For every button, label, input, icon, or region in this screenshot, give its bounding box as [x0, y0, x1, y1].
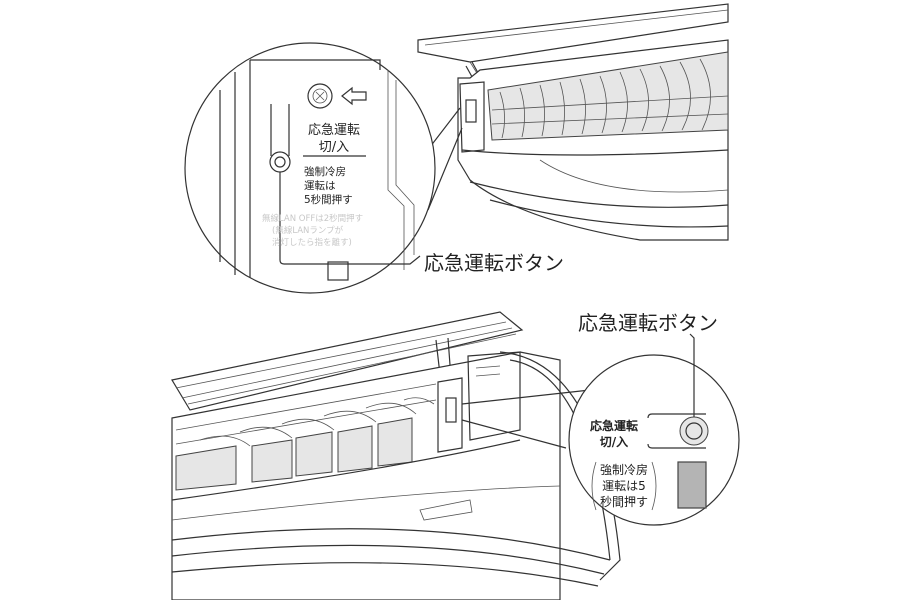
- top-panel-title-line1: 応急運転: [308, 123, 360, 138]
- top-pointer-line: [279, 172, 421, 265]
- top-pointer-label: 応急運転ボタン: [424, 251, 564, 275]
- top-faint-line3: 消灯したら指を離す): [272, 237, 352, 248]
- top-magnified-callout: 応急運転 切/入 強制冷房 運転は 5秒間押す 無線LAN OFFは2秒間押す …: [184, 42, 436, 294]
- bottom-magnified-callout: 応急運転 切/入 強制冷房 運転は5 秒間押す: [568, 333, 740, 526]
- bottom-air-conditioner-illustration: [171, 311, 621, 600]
- top-air-conditioner-illustration: [417, 3, 729, 241]
- bottom-callout-connector: [461, 389, 591, 449]
- top-panel-title-line2: 切/入: [319, 140, 349, 155]
- indicator-lamp: [677, 461, 707, 509]
- bottom-note-line3: 秒間押す: [600, 495, 648, 509]
- bottom-pointer-line: [689, 333, 695, 417]
- left-arrow-icon: [341, 86, 367, 106]
- bottom-button-label-line1: 応急運転: [590, 418, 638, 433]
- top-panel-note-line2: 運転は: [304, 180, 336, 192]
- top-panel-note-line1: 強制冷房: [304, 165, 346, 178]
- top-faint-line2: (無線LANランプが: [272, 225, 344, 236]
- screw-icon: [307, 83, 333, 109]
- filter-grille-lines: [491, 58, 729, 139]
- bottom-button-label-line2: 切/入: [600, 435, 628, 449]
- bottom-filter-blocks: [175, 417, 413, 491]
- bottom-filter-vanes: [175, 383, 437, 447]
- top-faint-line1: 無線LAN OFFは2秒間押す: [262, 213, 363, 224]
- emergency-button-bottom[interactable]: [679, 416, 709, 446]
- bottom-note-line2: 運転は5: [602, 479, 646, 493]
- bottom-note-line1: 強制冷房: [600, 462, 648, 477]
- bottom-pointer-label: 応急運転ボタン: [578, 311, 718, 335]
- emergency-button-top[interactable]: [269, 151, 291, 173]
- top-panel-note-line3: 5秒間押す: [304, 193, 353, 206]
